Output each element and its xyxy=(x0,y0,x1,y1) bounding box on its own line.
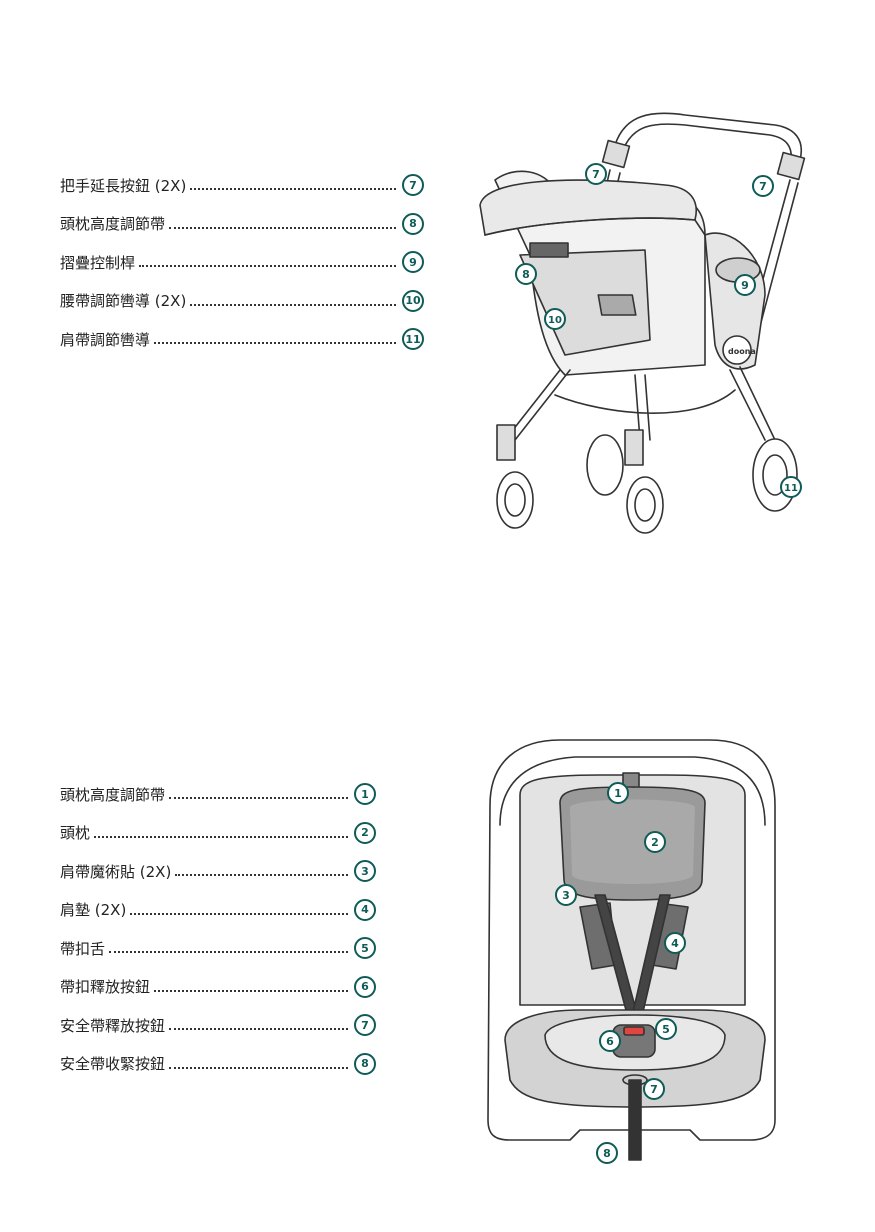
legend-label: 肩墊 (2X) xyxy=(60,901,127,920)
leader-dots xyxy=(154,342,396,345)
callout-2: 2 xyxy=(651,836,659,849)
callout-10: 10 xyxy=(548,315,562,326)
seat-callouts: 1 2 3 4 5 6 7 8 xyxy=(555,782,686,1164)
callout-4: 4 xyxy=(671,937,679,950)
leader-dots xyxy=(169,226,396,229)
legend-item: 頭枕 2 xyxy=(60,814,376,853)
leader-dots xyxy=(109,951,348,954)
leader-dots xyxy=(175,874,348,877)
brand-mark: doona xyxy=(728,347,756,356)
number-badge: 6 xyxy=(354,975,376,998)
callout-5: 5 xyxy=(662,1023,670,1036)
leader-dots xyxy=(190,303,396,306)
leader-dots xyxy=(139,265,396,268)
legend-item: 頭枕高度調節帶 1 xyxy=(60,775,376,814)
stroller-parts-legend: 把手延長按鈕 (2X) 7 頭枕高度調節帶 8 摺疊控制桿 9 腰帶調節轡導 (2X)… xyxy=(60,166,424,359)
legend-item: 安全帶釋放按鈕 7 xyxy=(60,1006,376,1045)
legend-label: 摺疊控制桿 xyxy=(60,253,136,272)
legend-label: 頭枕高度調節帶 xyxy=(60,785,166,804)
leader-dots xyxy=(190,188,396,191)
legend-item: 摺疊控制桿 9 xyxy=(60,243,424,282)
car-seat-illustration: 1 2 3 4 5 6 7 8 xyxy=(487,739,776,1164)
number-badge: 2 xyxy=(354,821,376,844)
number-badge: 9 xyxy=(402,251,424,274)
legend-item: 頭枕高度調節帶 8 xyxy=(60,205,424,244)
number-badge: 7 xyxy=(402,174,424,197)
legend-item: 肩墊 (2X) 4 xyxy=(60,891,376,930)
legend-item: 安全帶收緊按鈕 8 xyxy=(60,1045,376,1084)
number-badge: 10 xyxy=(402,289,424,312)
legend-label: 肩帶調節轡導 xyxy=(60,330,151,349)
callout-8: 8 xyxy=(603,1147,611,1160)
legend-item: 肩帶調節轡導 11 xyxy=(60,320,424,359)
number-badge: 7 xyxy=(354,1014,376,1037)
leader-dots xyxy=(94,835,348,838)
legend-label: 頭枕 xyxy=(60,824,91,843)
number-badge: 8 xyxy=(354,1052,376,1075)
callout-8: 8 xyxy=(522,268,530,281)
legend-label: 肩帶魔術貼 (2X) xyxy=(60,862,172,881)
callout-11: 11 xyxy=(784,483,798,494)
callout-7: 7 xyxy=(592,168,600,181)
legend-label: 安全帶釋放按鈕 xyxy=(60,1016,166,1035)
legend-item: 腰帶調節轡導 (2X) 10 xyxy=(60,282,424,321)
legend-label: 腰帶調節轡導 (2X) xyxy=(60,292,187,311)
callout-9: 9 xyxy=(741,279,749,292)
leader-dots xyxy=(154,989,348,992)
seat-parts-legend: 頭枕高度調節帶 1 頭枕 2 肩帶魔術貼 (2X) 3 肩墊 (2X) 4 帶扣舌 5 帶… xyxy=(60,775,376,1083)
leader-dots xyxy=(169,1066,348,1069)
legend-label: 把手延長按鈕 (2X) xyxy=(60,176,187,195)
legend-label: 帶扣舌 xyxy=(60,939,106,958)
number-badge: 1 xyxy=(354,783,376,806)
legend-item: 帶扣舌 5 xyxy=(60,929,376,968)
number-badge: 5 xyxy=(354,937,376,960)
callout-1: 1 xyxy=(614,787,622,800)
legend-label: 安全帶收緊按鈕 xyxy=(60,1055,166,1074)
number-badge: 11 xyxy=(402,328,424,351)
number-badge: 8 xyxy=(402,212,424,235)
callout-3: 3 xyxy=(562,889,570,902)
stroller-illustration: doona 7 7 8 9 10 11 xyxy=(479,112,806,534)
callout-7: 7 xyxy=(759,180,767,193)
number-badge: 3 xyxy=(354,860,376,883)
leader-dots xyxy=(169,797,348,800)
leader-dots xyxy=(130,912,348,915)
legend-label: 帶扣釋放按鈕 xyxy=(60,978,151,997)
legend-label: 頭枕高度調節帶 xyxy=(60,215,166,234)
callout-7: 7 xyxy=(650,1083,658,1096)
leader-dots xyxy=(169,1028,348,1031)
stroller-callouts: 7 7 8 9 10 11 xyxy=(515,163,802,498)
callout-6: 6 xyxy=(606,1035,614,1048)
number-badge: 4 xyxy=(354,898,376,921)
legend-item: 帶扣釋放按鈕 6 xyxy=(60,968,376,1007)
legend-item: 把手延長按鈕 (2X) 7 xyxy=(60,166,424,205)
legend-item: 肩帶魔術貼 (2X) 3 xyxy=(60,852,376,891)
